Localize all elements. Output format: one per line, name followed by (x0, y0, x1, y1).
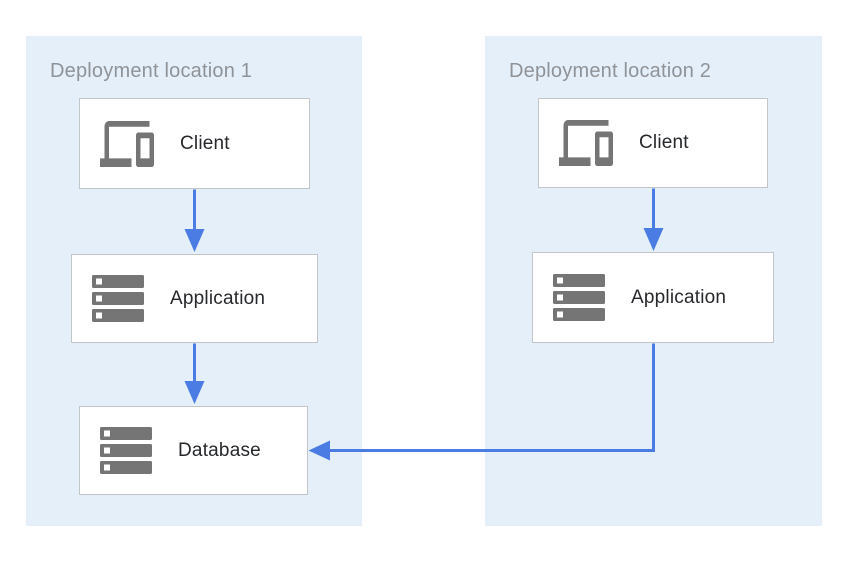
node-client-location2: Client (538, 98, 768, 188)
server-stack-icon (100, 427, 152, 474)
panel-title-1: Deployment location 1 (50, 60, 253, 82)
node-client-location1: Client (79, 98, 310, 189)
node-database-location1: Database (79, 406, 308, 495)
node-label: Client (639, 132, 689, 153)
server-stack-icon (92, 275, 144, 322)
server-stack-icon (553, 274, 605, 321)
node-label: Client (180, 132, 230, 154)
devices-icon (559, 120, 613, 166)
panel-title-2: Deployment location 2 (509, 60, 712, 82)
node-label: Application (631, 286, 727, 308)
devices-icon (100, 120, 154, 167)
node-application-location1: Application (71, 254, 318, 343)
node-application-location2: Application (532, 252, 774, 343)
node-label: Database (178, 439, 261, 461)
node-label: Application (170, 287, 266, 309)
